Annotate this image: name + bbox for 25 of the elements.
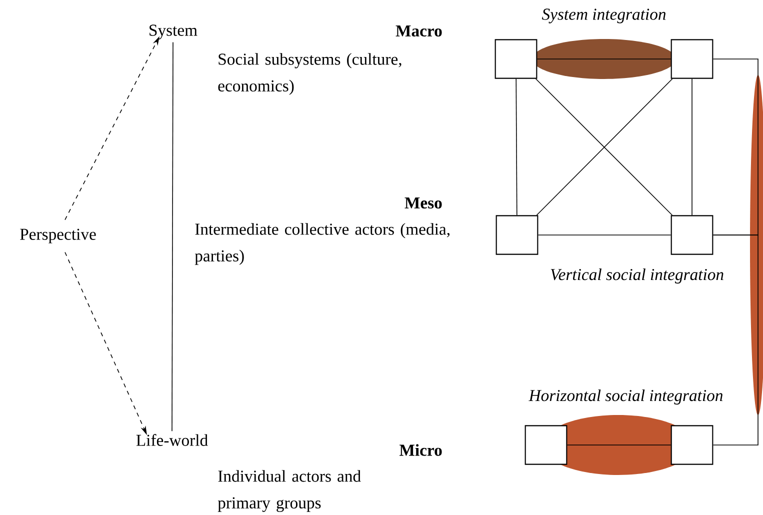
integration-label: System integration <box>542 8 666 24</box>
description-text: Intermediate collective actors (media, parties) <box>194 223 450 265</box>
square-box <box>670 215 714 255</box>
integration-label: Horizontal social integration <box>528 389 723 405</box>
square-box <box>494 39 538 79</box>
description-text: Social subsystems (culture, economics) <box>218 53 402 95</box>
description-text: Individual actors and primary groups <box>218 470 361 512</box>
square-box <box>670 39 714 79</box>
connector-line <box>566 444 672 446</box>
square-box <box>670 425 714 465</box>
square-box <box>524 425 568 465</box>
connector-line <box>712 58 758 236</box>
connector-line <box>538 234 672 236</box>
connector-line <box>516 78 518 216</box>
level-label: Macro <box>396 25 442 37</box>
connector-line <box>536 58 672 60</box>
square-box <box>496 215 538 255</box>
axis-line <box>172 42 174 432</box>
level-label: Meso <box>404 197 442 209</box>
integration-label: Vertical social integration <box>550 268 724 284</box>
node-text: Life-world <box>136 434 208 446</box>
connector-line <box>712 234 758 446</box>
node-text: Perspective <box>20 228 96 244</box>
node-text: System <box>150 24 198 40</box>
level-label: Micro <box>400 444 442 456</box>
